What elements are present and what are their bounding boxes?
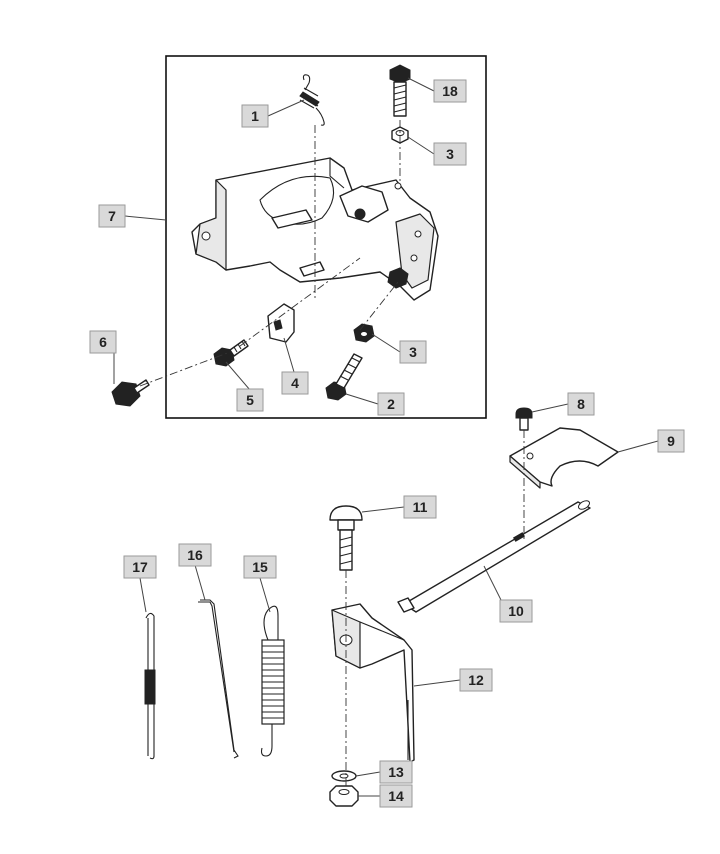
part-6-screw xyxy=(111,379,150,407)
callout-14: 14 xyxy=(379,784,413,808)
callout-2-label: 2 xyxy=(387,396,395,412)
part-13-washer xyxy=(331,770,357,782)
callout-5-label: 5 xyxy=(246,392,254,408)
part-9-plate xyxy=(509,427,619,489)
callout-3-upper: 3 xyxy=(433,142,467,166)
callout-4-label: 4 xyxy=(291,375,299,391)
callout-1: 1 xyxy=(241,104,269,128)
callout-15: 15 xyxy=(243,555,277,579)
callout-13-label: 13 xyxy=(388,764,404,780)
part-15-extension-spring xyxy=(260,605,285,757)
callout-11-label: 11 xyxy=(413,499,428,515)
callout-6: 6 xyxy=(89,330,117,354)
part-16-rod xyxy=(198,599,239,759)
callout-12: 12 xyxy=(459,668,493,692)
inset-frame xyxy=(165,55,487,419)
callout-10-label: 10 xyxy=(508,603,524,619)
callout-12-label: 12 xyxy=(468,672,484,688)
part-1-spring xyxy=(299,74,325,126)
callout-9-label: 9 xyxy=(667,433,675,449)
callout-11: 11 xyxy=(403,495,437,519)
callout-15-label: 15 xyxy=(252,559,268,575)
callout-3-lower-label: 3 xyxy=(409,344,417,360)
callout-16: 16 xyxy=(178,543,212,567)
part-10-shaft xyxy=(397,500,591,613)
callout-4: 4 xyxy=(281,371,309,395)
part-8-screw xyxy=(515,407,533,431)
callout-13: 13 xyxy=(379,760,413,784)
callout-6-label: 6 xyxy=(99,334,107,350)
part-14-nut xyxy=(329,785,359,807)
part-11-carriage-bolt xyxy=(329,505,363,571)
callout-3-upper-label: 3 xyxy=(446,146,454,162)
part-2-bolt xyxy=(325,353,363,401)
inset-centerlines xyxy=(139,120,401,387)
callout-18-label: 18 xyxy=(442,83,458,99)
callout-17-label: 17 xyxy=(132,559,148,575)
part-5-bolt xyxy=(213,339,249,367)
part-3-nut-lower xyxy=(353,323,375,343)
lower-centerlines xyxy=(345,430,525,790)
callout-18: 18 xyxy=(433,79,467,103)
callout-8-label: 8 xyxy=(577,396,585,412)
part-12-lever-bracket xyxy=(331,603,415,763)
callout-17: 17 xyxy=(123,555,157,579)
callout-14-label: 14 xyxy=(388,788,404,804)
callout-7-label: 7 xyxy=(108,208,116,224)
callout-3-lower: 3 xyxy=(399,340,427,364)
callout-8: 8 xyxy=(567,392,595,416)
part-17-spring xyxy=(144,612,156,760)
callout-9: 9 xyxy=(657,429,685,453)
part-18-bolt xyxy=(389,64,411,117)
callout-2: 2 xyxy=(377,392,405,416)
callout-16-label: 16 xyxy=(187,547,203,563)
callout-5: 5 xyxy=(236,388,264,412)
callout-10: 10 xyxy=(499,599,533,623)
callout-1-label: 1 xyxy=(251,108,259,124)
callout-7: 7 xyxy=(98,204,126,228)
part-4-clip xyxy=(267,303,295,343)
